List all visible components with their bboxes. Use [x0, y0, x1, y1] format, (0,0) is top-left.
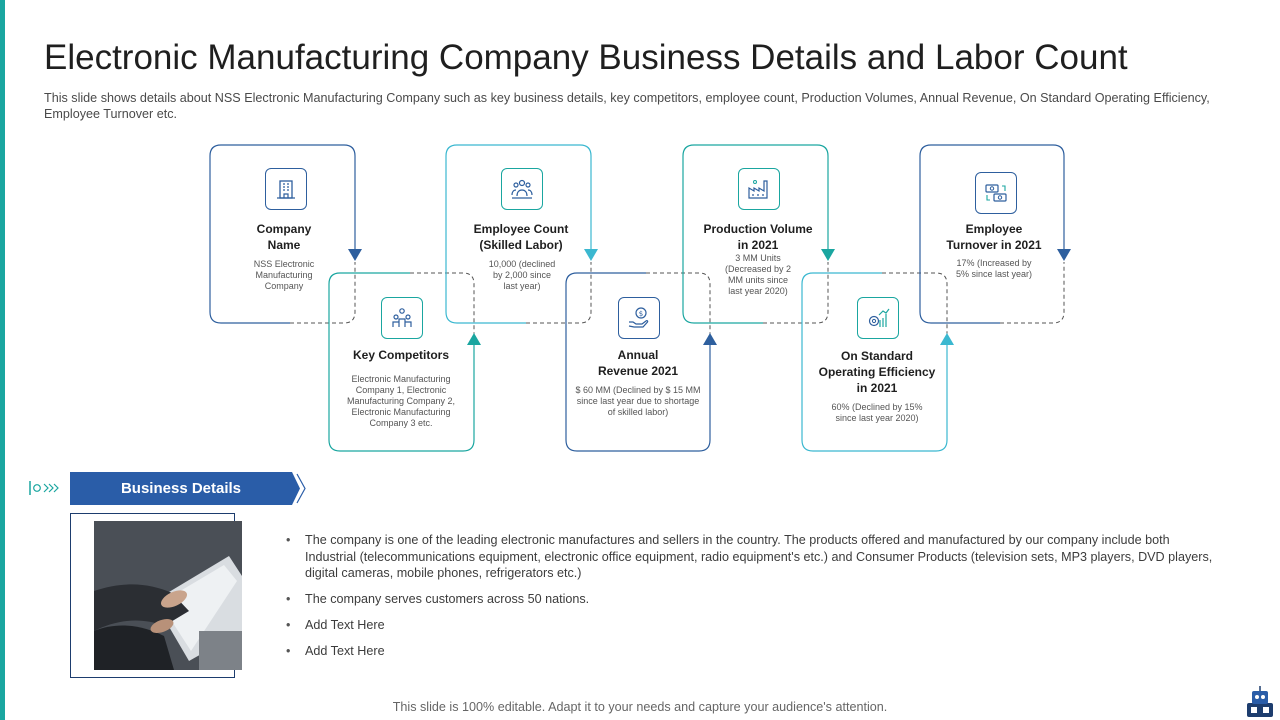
card-heading: Employee Count (Skilled Labor): [473, 222, 569, 252]
card-heading: Annual Revenue 2021: [597, 348, 679, 378]
card-description: 3 MM Units (Decreased by 2 MM units sinc…: [724, 253, 792, 296]
card-description: NSS Electronic Manufacturing Company: [253, 259, 315, 291]
card-heading: On Standard Operating Efficiency in 2021: [818, 349, 936, 395]
card-heading: Key Competitors: [352, 348, 450, 362]
list-item: Add Text Here: [286, 643, 1216, 660]
card-heading: Company Name: [256, 222, 312, 252]
factory-icon: [738, 168, 780, 210]
page-subtitle: This slide shows details about NSS Elect…: [44, 91, 1210, 121]
card-heading: Production Volume in 2021: [703, 222, 813, 252]
tablet-hands-photo: [94, 521, 242, 670]
list-item: The company serves customers across 50 n…: [286, 591, 1216, 608]
efficiency-icon: [857, 297, 899, 339]
employees-icon: [501, 168, 543, 210]
business-details-label: Business Details: [120, 480, 242, 497]
card-description: Electronic Manufacturing Company 1, Elec…: [346, 374, 456, 428]
card-description: 10,000 (declined by 2,000 since last yea…: [488, 259, 556, 291]
competitors-icon: [381, 297, 423, 339]
svg-text:$: $: [639, 310, 643, 318]
money-exchange-icon: [975, 172, 1017, 214]
chevron-arrows-icon: [29, 481, 59, 495]
business-details-banner: [70, 472, 306, 505]
card-heading: Employee Turnover in 2021: [946, 222, 1042, 252]
building-icon: [265, 168, 307, 210]
card-description: 60% (Declined by 15% since last year 202…: [831, 402, 923, 423]
list-item: The company is one of the leading electr…: [286, 532, 1216, 582]
business-details-list: The company is one of the leading electr…: [286, 532, 1216, 669]
page-title: Electronic Manufacturing Company Busines…: [44, 38, 1128, 77]
robot-logo-icon: [1247, 686, 1273, 717]
left-accent-bar: [0, 0, 5, 720]
card-description: 17% (Increased by 5% since last year): [955, 258, 1033, 279]
footer-note: This slide is 100% editable. Adapt it to…: [392, 700, 888, 714]
revenue-icon: $: [618, 297, 660, 339]
list-item: Add Text Here: [286, 617, 1216, 634]
card-description: $ 60 MM (Declined by $ 15 MM since last …: [575, 385, 701, 417]
